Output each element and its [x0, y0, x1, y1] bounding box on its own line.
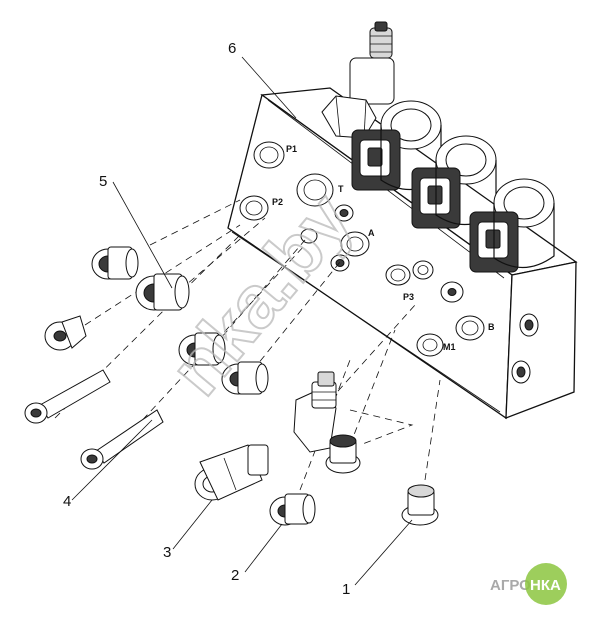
callout-4: 4: [63, 493, 71, 510]
assembly-lines: [54, 199, 441, 491]
port-side-1: [412, 260, 434, 280]
bolt-upper: [24, 369, 111, 424]
fitting-2: [269, 493, 316, 526]
logo-text-right: НКА: [530, 577, 561, 594]
port-t: [296, 173, 334, 207]
solenoid-coil-3: [469, 178, 555, 273]
fitting-mid-1: [178, 332, 226, 366]
swivel-fitting: [194, 444, 269, 501]
port-right-face-2: [511, 360, 531, 384]
port-blind: [300, 228, 318, 244]
plug-small: [44, 315, 87, 351]
leader-3: [172, 499, 213, 550]
brand-logo: АГРО НКА: [490, 563, 567, 605]
leader-lines: [71, 56, 413, 586]
port-right-face-1: [519, 313, 539, 337]
port-m1: [416, 333, 444, 357]
elbow-fitting: [293, 371, 337, 453]
leader-2: [244, 523, 283, 573]
fitting-upper-left: [91, 246, 139, 280]
port-label-b: B: [488, 322, 495, 332]
port-label-m1: M1: [443, 342, 456, 352]
port-p3: [385, 264, 411, 286]
port-t-small: [334, 204, 354, 222]
callout-6: 6: [228, 40, 236, 57]
port-b: [455, 315, 485, 341]
leader-5: [112, 181, 173, 289]
callout-5: 5: [99, 173, 107, 190]
leader-4: [71, 419, 153, 501]
leader-6: [241, 56, 297, 119]
port-label-t: T: [338, 184, 344, 194]
pressure-sensor: [321, 21, 395, 139]
port-a: [340, 231, 370, 257]
plug-1: [401, 484, 439, 526]
solenoid-coil-1: [351, 100, 442, 191]
bolt-lower: [80, 409, 164, 470]
plug-medium: [325, 434, 361, 474]
callout-3: 3: [163, 544, 171, 561]
port-label-p3: P3: [403, 292, 414, 302]
port-side-2: [440, 281, 464, 303]
port-label-p2: P2: [272, 197, 283, 207]
solenoid-coil-2: [411, 135, 497, 229]
callout-2: 2: [231, 567, 239, 584]
port-p1: [253, 141, 285, 169]
port-label-p1: P1: [286, 144, 297, 154]
fitting-5: [135, 273, 190, 311]
logo-text-left: АГРО: [490, 577, 531, 594]
fitting-mid-2: [221, 361, 269, 395]
leader-1: [354, 519, 413, 586]
logo-circle: [525, 563, 567, 605]
callout-1: 1: [342, 581, 350, 598]
port-p2: [239, 195, 269, 221]
valve-ports: [239, 141, 539, 384]
port-label-a: A: [368, 228, 375, 238]
